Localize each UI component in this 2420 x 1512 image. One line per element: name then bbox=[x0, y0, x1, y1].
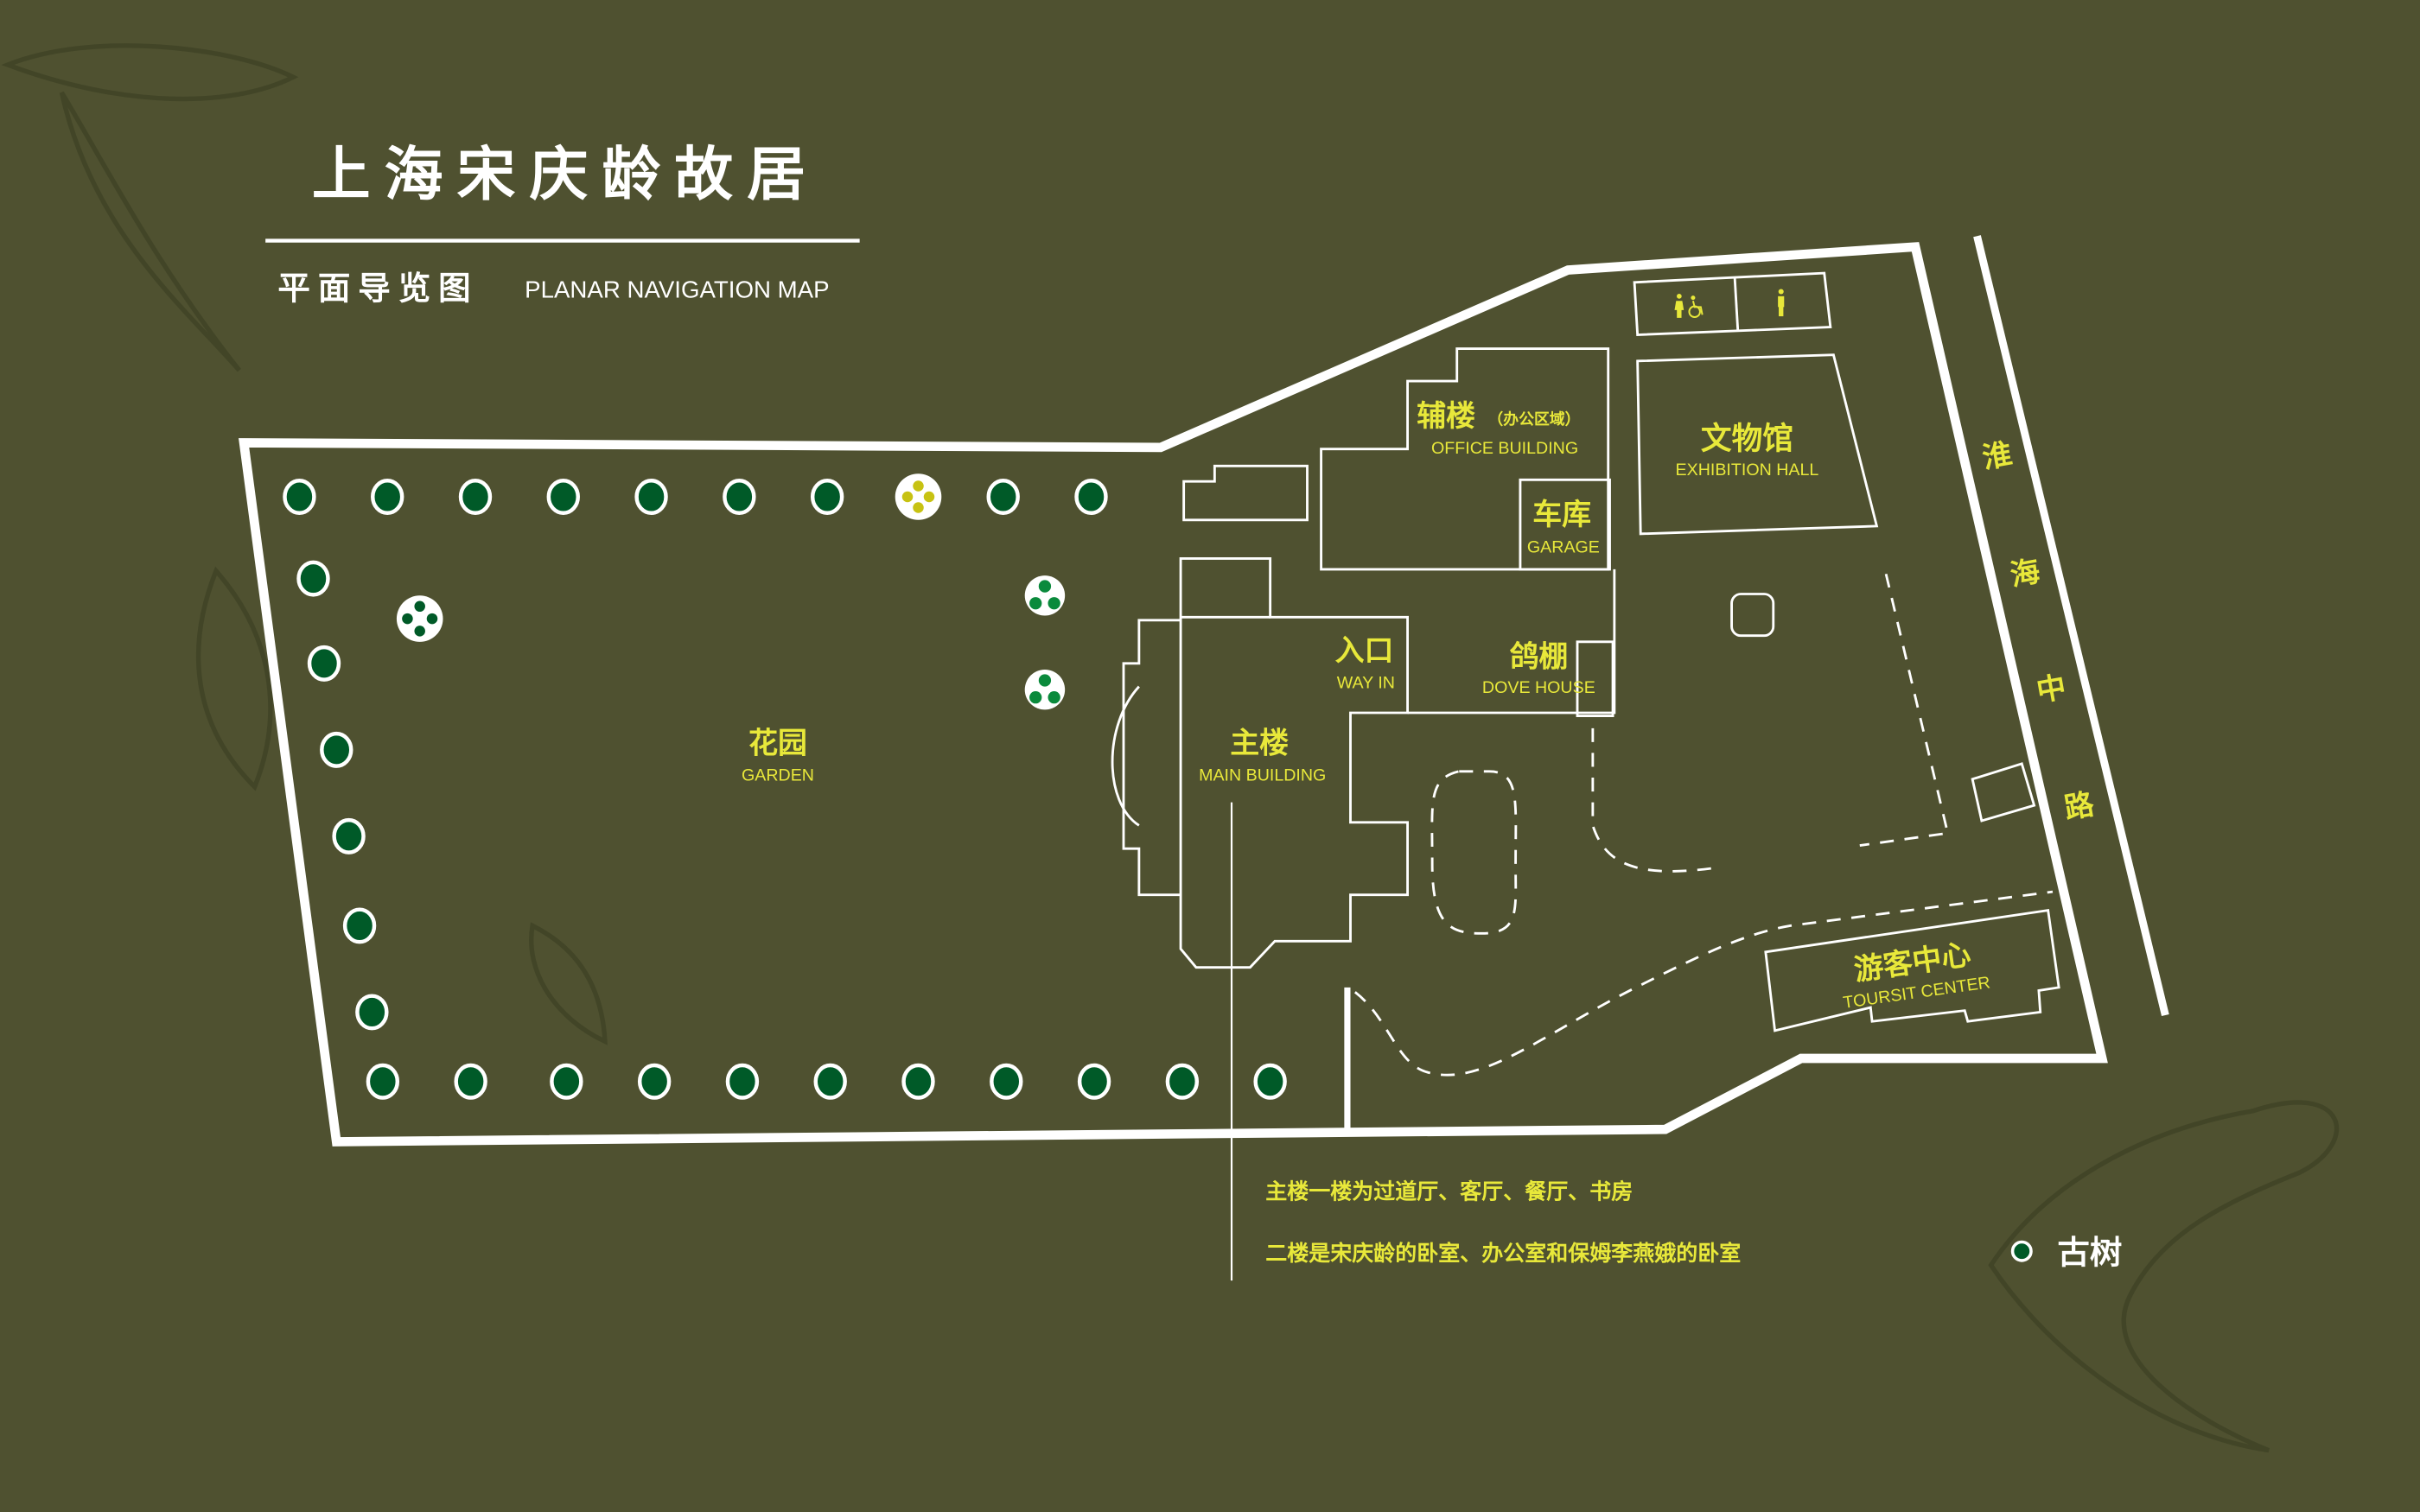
svg-text:MAIN BUILDING: MAIN BUILDING bbox=[1199, 766, 1326, 785]
tree-cluster bbox=[396, 473, 1066, 710]
label-office-building[interactable]: 辅楼 （办公区域） OFFICE BUILDING bbox=[1417, 399, 1580, 458]
ancient-tree-marker bbox=[454, 1063, 487, 1100]
garage-outline bbox=[1519, 478, 1611, 571]
svg-text:GARAGE: GARAGE bbox=[1527, 537, 1600, 556]
svg-text:路: 路 bbox=[2061, 787, 2097, 825]
svg-text:车库: 车库 bbox=[1532, 498, 1591, 531]
legend: 古树 bbox=[2010, 1234, 2122, 1272]
dove-house-outline bbox=[1407, 569, 1616, 715]
male-restroom-icon bbox=[1778, 289, 1785, 317]
ancient-tree-marker bbox=[342, 907, 377, 944]
office-building-outline bbox=[1320, 347, 1610, 571]
ancient-tree-marker bbox=[1253, 1063, 1287, 1100]
pavilion bbox=[1730, 593, 1775, 638]
svg-text:文物馆: 文物馆 bbox=[1701, 422, 1793, 457]
ancient-tree-marker bbox=[810, 479, 844, 515]
ancient-tree-marker bbox=[371, 479, 404, 515]
buildings bbox=[1111, 271, 2060, 1032]
tourist-center-outline bbox=[1764, 908, 2060, 1032]
ancient-tree-marker bbox=[725, 1063, 760, 1100]
svg-text:（办公区域）: （办公区域） bbox=[1487, 410, 1580, 429]
ancient-tree-marker bbox=[1077, 1063, 1111, 1100]
restroom-outline bbox=[1633, 271, 1832, 336]
label-garage[interactable]: 车库 GARAGE bbox=[1527, 498, 1600, 556]
ancient-tree-marker bbox=[355, 994, 389, 1031]
ancient-tree-marker bbox=[366, 1063, 400, 1100]
ancient-tree-marker bbox=[723, 479, 756, 515]
small-structure bbox=[1182, 464, 1309, 522]
main-building-outline bbox=[1122, 557, 1409, 969]
svg-text:OFFICE BUILDING: OFFICE BUILDING bbox=[1431, 439, 1578, 458]
road-edge bbox=[1973, 235, 2169, 1017]
female-restroom-icon bbox=[1674, 294, 1684, 318]
note-first-floor: 主楼一楼为过道厅、客厅、餐厅、书房 bbox=[1265, 1179, 1633, 1204]
label-garden[interactable]: 花园 GARDEN bbox=[742, 726, 814, 785]
ancient-tree-marker bbox=[307, 645, 341, 682]
ancient-tree-marker bbox=[1074, 479, 1108, 515]
svg-text:WAY IN: WAY IN bbox=[1337, 673, 1395, 692]
gate-structure bbox=[1971, 762, 2036, 823]
ancient-tree-marker bbox=[332, 817, 366, 854]
label-exhibition-hall[interactable]: 文物馆 EXHIBITION HALL bbox=[1676, 422, 1819, 480]
ancient-tree-marker bbox=[637, 1063, 672, 1100]
ancient-tree-marker bbox=[320, 731, 353, 768]
label-main-building[interactable]: 主楼 MAIN BUILDING bbox=[1199, 726, 1326, 785]
subtitle-en: PLANAR NAVIGATION MAP bbox=[525, 276, 829, 303]
page-title: 上海宋庆龄故居 bbox=[312, 141, 819, 209]
wheelchair-icon bbox=[1688, 295, 1704, 318]
svg-text:海: 海 bbox=[2008, 554, 2042, 592]
svg-text:中: 中 bbox=[2034, 670, 2068, 708]
svg-text:入口: 入口 bbox=[1335, 633, 1394, 667]
note-second-floor: 二楼是宋庆龄的卧室、办公室和保姆李燕娥的卧室 bbox=[1265, 1241, 1741, 1266]
tree-dot-icon bbox=[2010, 1240, 2033, 1262]
svg-text:主楼: 主楼 bbox=[1230, 726, 1289, 759]
label-way-in[interactable]: 入口 WAY IN bbox=[1335, 633, 1395, 692]
svg-text:DOVE HOUSE: DOVE HOUSE bbox=[1482, 678, 1595, 697]
ancient-tree-marker bbox=[296, 560, 330, 597]
svg-text:GARDEN: GARDEN bbox=[742, 766, 814, 785]
exhibition-hall-outline bbox=[1636, 353, 1879, 536]
svg-text:鸽棚: 鸽棚 bbox=[1509, 639, 1568, 673]
ancient-tree-marker bbox=[546, 479, 580, 515]
ancient-tree-marker bbox=[990, 1063, 1023, 1100]
road-name: 淮 海 中 路 bbox=[1980, 437, 2098, 826]
svg-text:辅楼: 辅楼 bbox=[1417, 399, 1475, 433]
ancient-tree-marker bbox=[901, 1063, 935, 1100]
ancient-tree-marker bbox=[813, 1063, 847, 1100]
ancient-trees bbox=[283, 479, 1287, 1100]
svg-text:花园: 花园 bbox=[748, 726, 807, 759]
ancient-tree-marker bbox=[458, 479, 493, 515]
ancient-tree-marker bbox=[283, 479, 316, 515]
boundary-wall bbox=[239, 242, 2108, 1147]
svg-text:EXHIBITION HALL: EXHIBITION HALL bbox=[1676, 461, 1819, 480]
ancient-tree-marker bbox=[634, 479, 668, 515]
subtitle-cn: 平面导览图 bbox=[277, 269, 478, 307]
svg-text:淮: 淮 bbox=[1980, 437, 2015, 475]
label-dove-house[interactable]: 鸽棚 DOVE HOUSE bbox=[1482, 639, 1595, 696]
ancient-tree-marker bbox=[986, 479, 1020, 515]
decorative-leaves bbox=[1, 43, 2340, 1453]
svg-text:古树: 古树 bbox=[2057, 1234, 2122, 1272]
walking-paths bbox=[1353, 573, 2054, 1077]
ancient-tree-marker bbox=[1165, 1063, 1200, 1100]
ancient-tree-marker bbox=[550, 1063, 583, 1100]
